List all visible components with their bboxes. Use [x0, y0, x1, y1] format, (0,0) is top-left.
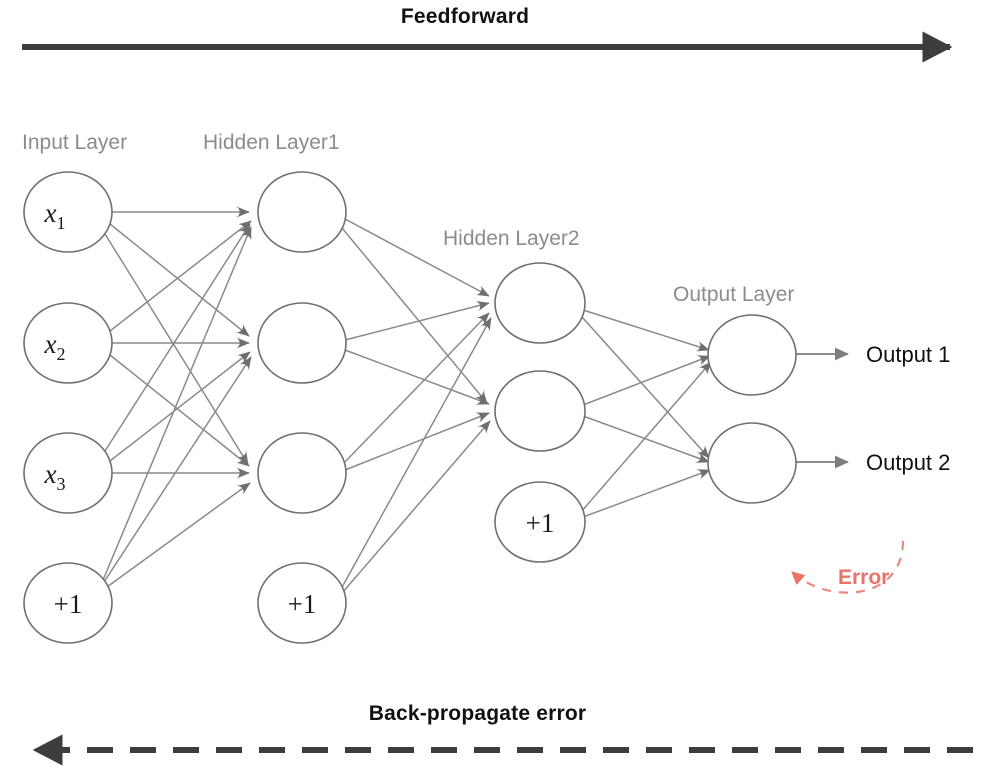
node-input-x2[interactable]: x2: [23, 302, 113, 384]
output-layer-nodes: [707, 314, 797, 504]
hidden-layer-2-label: Hidden Layer2: [443, 227, 580, 250]
node-hidden1-3[interactable]: [257, 432, 347, 514]
node-hidden2-1[interactable]: [494, 262, 586, 344]
hidden-layer-2-nodes: +1: [494, 262, 586, 563]
input-layer-label: Input Layer: [22, 131, 128, 154]
node-subscript: 1: [56, 213, 65, 233]
edges-hidden2-to-output: [580, 309, 712, 518]
svg-text:x3: x3: [44, 459, 66, 494]
node-subscript: 3: [56, 474, 65, 494]
svg-text:x2: x2: [44, 329, 66, 364]
feedforward-title: Feedforward: [400, 5, 530, 28]
node-input-x3[interactable]: x3: [23, 432, 113, 514]
edges-input-to-hidden1: [102, 206, 252, 588]
node-symbol: +1: [526, 508, 555, 538]
hidden-layer-1-label: Hidden Layer1: [203, 131, 340, 154]
backpropagate-title: Back-propagate error: [368, 702, 587, 725]
node-input-x1[interactable]: x1: [23, 171, 113, 253]
output-label-2: Output 2: [866, 450, 951, 475]
edges-hidden1-to-hidden2: [340, 218, 492, 593]
node-symbol: x: [44, 459, 57, 489]
node-hidden2-bias[interactable]: +1: [494, 481, 586, 563]
hidden-layer-1-nodes: +1: [257, 171, 347, 644]
output-label-1: Output 1: [866, 342, 951, 367]
node-hidden2-2[interactable]: [494, 370, 586, 452]
svg-text:x1: x1: [44, 198, 66, 233]
node-symbol: +1: [54, 589, 83, 619]
node-hidden1-1[interactable]: [257, 171, 347, 253]
input-layer-nodes: x1 x2 x3 +1: [23, 171, 113, 644]
node-symbol: +1: [288, 589, 317, 619]
error-label: Error: [838, 566, 890, 589]
node-symbol: x: [44, 198, 57, 228]
node-hidden1-2[interactable]: [257, 302, 347, 384]
output-layer-label: Output Layer: [673, 283, 795, 306]
node-subscript: 2: [56, 344, 65, 364]
node-output-2[interactable]: [707, 422, 797, 504]
node-output-1[interactable]: [707, 314, 797, 396]
node-input-bias[interactable]: +1: [23, 562, 113, 644]
node-hidden1-bias[interactable]: +1: [257, 562, 347, 644]
error-curve-arrow: [791, 540, 905, 594]
node-symbol: x: [44, 329, 57, 359]
